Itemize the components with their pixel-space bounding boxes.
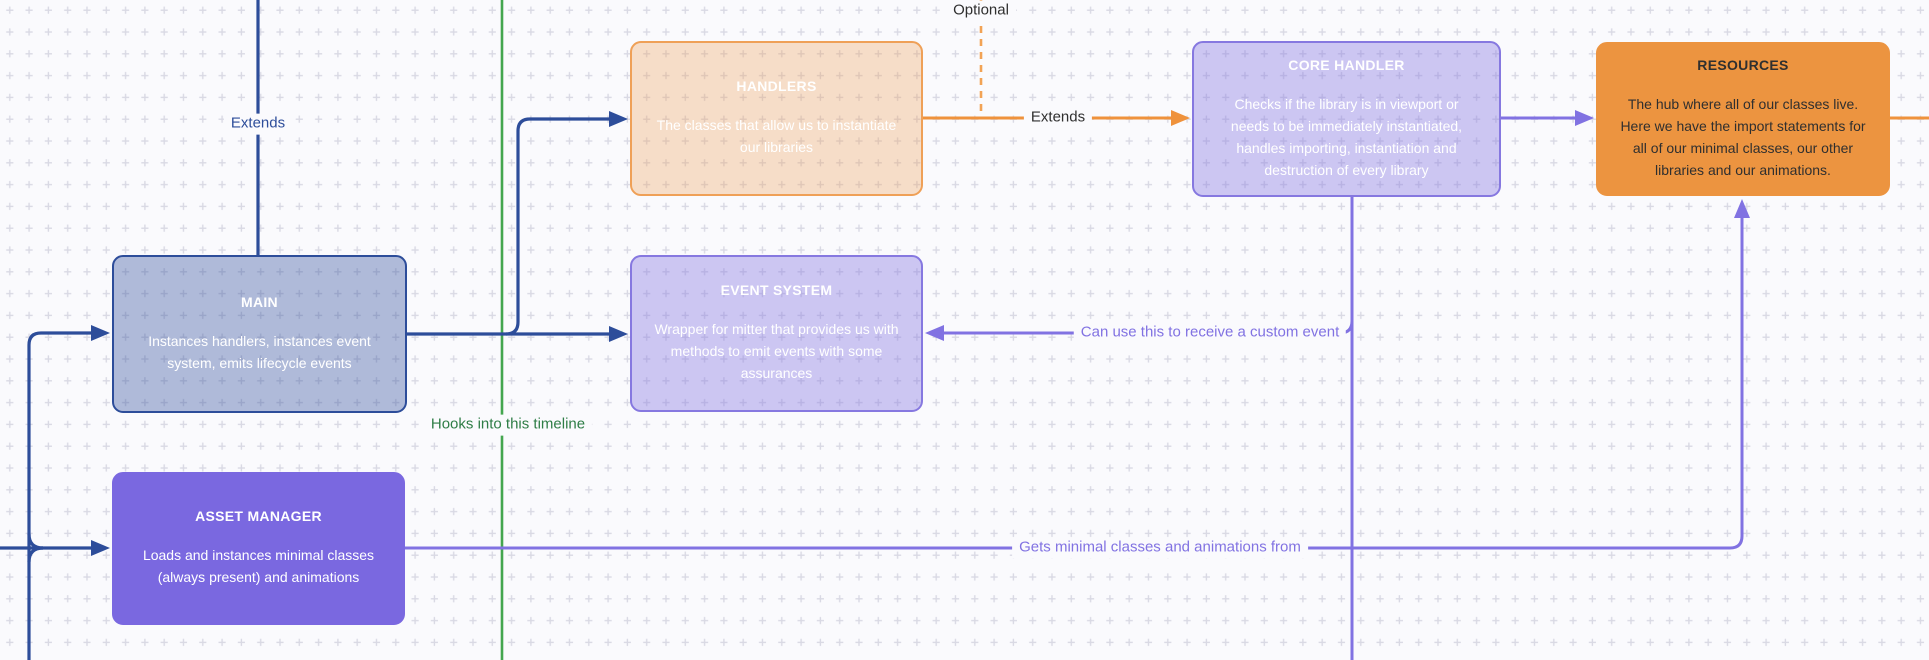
node-main-title: MAIN xyxy=(241,293,278,310)
node-asset-manager-title: ASSET MANAGER xyxy=(195,508,322,525)
edge-label-gets-minimal-classes[interactable]: Gets minimal classes and animations from xyxy=(1012,537,1308,559)
node-asset-manager-body: Loads and instances minimal classes (alw… xyxy=(142,547,375,586)
node-handlers-body: The classes that allow us to instantiate… xyxy=(656,117,897,156)
purple-arrowheads xyxy=(925,110,1750,341)
edge-label-extends-top[interactable]: Extends xyxy=(223,113,293,135)
node-handlers[interactable]: HANDLERS The classes that allow us to in… xyxy=(630,41,923,196)
node-handlers-title: HANDLERS xyxy=(736,78,817,95)
node-core-handler-title: CORE HANDLER xyxy=(1288,56,1405,73)
node-core-handler-body: Checks if the library is in viewport or … xyxy=(1230,95,1463,179)
node-resources[interactable]: RESOURCES The hub where all of our class… xyxy=(1596,42,1890,196)
navy-arrowheads xyxy=(91,111,628,556)
edge-label-custom-event[interactable]: Can use this to receive a custom event xyxy=(1073,322,1347,344)
node-main-body: Instances handlers, instances event syst… xyxy=(148,332,371,371)
node-main[interactable]: MAIN Instances handlers, instances event… xyxy=(112,255,407,413)
edge-label-hooks-timeline[interactable]: Hooks into this timeline xyxy=(423,414,593,436)
node-asset-manager[interactable]: ASSET MANAGER Loads and instances minima… xyxy=(112,472,405,625)
node-event-system[interactable]: EVENT SYSTEM Wrapper for mitter that pro… xyxy=(630,255,923,412)
edge-label-extends-mid[interactable]: Extends xyxy=(1023,107,1093,129)
node-core-handler[interactable]: CORE HANDLER Checks if the library is in… xyxy=(1192,41,1501,197)
node-event-system-title: EVENT SYSTEM xyxy=(720,282,833,299)
node-event-system-body: Wrapper for mitter that provides us with… xyxy=(654,321,899,382)
edge-label-optional[interactable]: Optional xyxy=(946,0,1016,22)
node-resources-title: RESOURCES xyxy=(1697,56,1789,73)
orange-arrowhead xyxy=(1171,110,1190,126)
node-resources-body: The hub where all of our classes live. H… xyxy=(1620,95,1866,179)
